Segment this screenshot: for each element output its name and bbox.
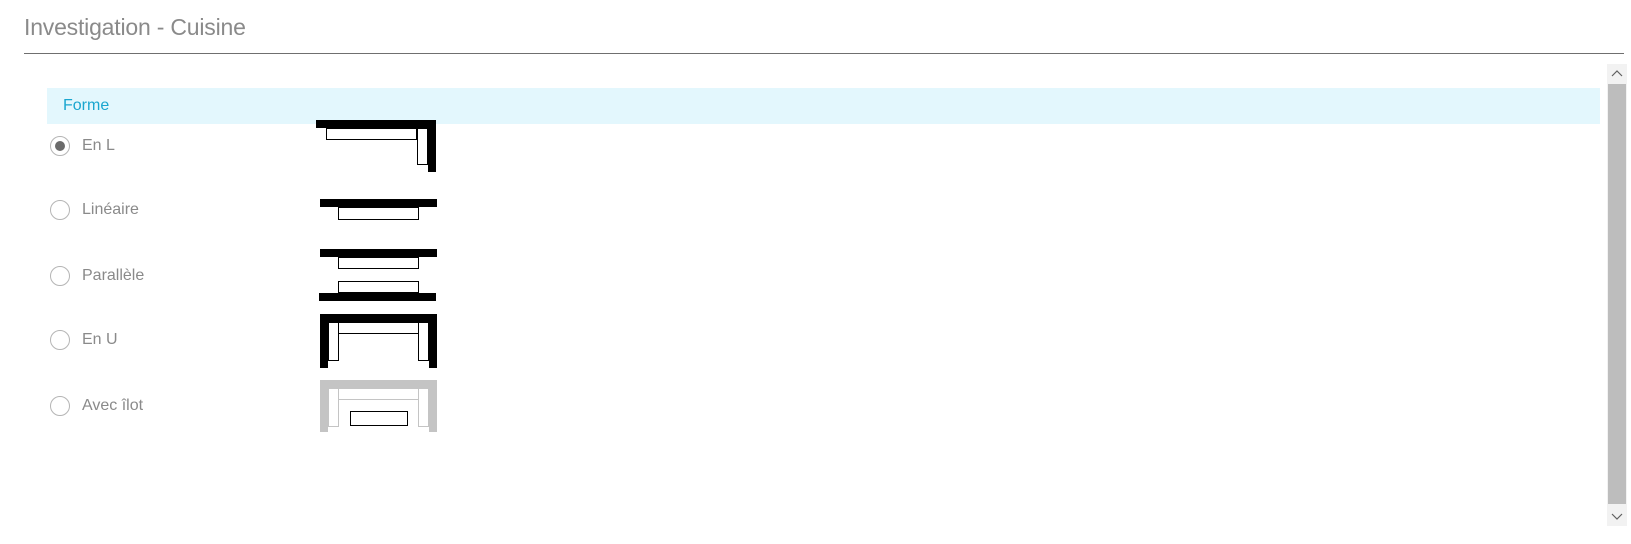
option-label: En L bbox=[82, 137, 115, 154]
option-parallele[interactable]: Parallèle bbox=[50, 248, 450, 304]
option-label: Avec îlot bbox=[82, 397, 144, 414]
radio-parallele[interactable] bbox=[50, 266, 70, 286]
section-title: Forme bbox=[63, 97, 110, 114]
section-header: Forme bbox=[47, 88, 1600, 124]
parallel-kitchen-icon bbox=[319, 249, 437, 301]
linear-kitchen-icon bbox=[320, 199, 437, 220]
scroll-down-button[interactable] bbox=[1607, 508, 1627, 526]
scroll-thumb[interactable] bbox=[1608, 84, 1626, 504]
option-avec-ilot[interactable]: Avec îlot bbox=[50, 378, 450, 434]
option-en-u[interactable]: En U bbox=[50, 312, 450, 368]
chevron-down-icon bbox=[1611, 513, 1623, 520]
radio-en-l[interactable] bbox=[50, 136, 70, 156]
title-divider bbox=[24, 53, 1624, 54]
option-lineaire[interactable]: Linéaire bbox=[50, 182, 450, 238]
option-en-l[interactable]: En L bbox=[50, 118, 450, 174]
l-shaped-kitchen-icon bbox=[316, 120, 436, 172]
option-label: Parallèle bbox=[82, 267, 145, 284]
page-title: Investigation - Cuisine bbox=[24, 14, 246, 40]
scroll-panel: Forme En L Linéaire Parallèle bbox=[24, 64, 1606, 526]
radio-avec-ilot[interactable] bbox=[50, 396, 70, 416]
u-shaped-kitchen-icon bbox=[320, 314, 437, 368]
scroll-up-button[interactable] bbox=[1607, 64, 1627, 82]
option-label: Linéaire bbox=[82, 201, 139, 218]
chevron-up-icon bbox=[1611, 70, 1623, 77]
island-kitchen-icon bbox=[320, 380, 437, 432]
vertical-scrollbar[interactable] bbox=[1607, 64, 1627, 526]
radio-en-u[interactable] bbox=[50, 330, 70, 350]
option-label: En U bbox=[82, 331, 118, 348]
radio-lineaire[interactable] bbox=[50, 200, 70, 220]
